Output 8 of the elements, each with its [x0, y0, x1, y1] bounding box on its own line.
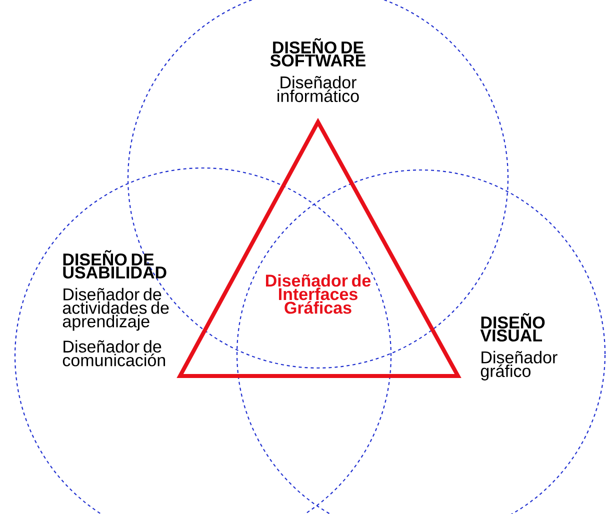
heading: DISEÑO DE USABILIDAD — [63, 250, 166, 279]
role-text: Diseñador de comunicación — [62, 340, 166, 366]
center-label: Diseñador de Interfaces Gráficas — [266, 274, 371, 314]
role-text: Diseñador de actividades de aprendizaje — [62, 288, 169, 331]
role-text: Diseñador gráfico — [480, 350, 558, 380]
role-text: Diseñador informático — [278, 76, 359, 102]
heading: DISEÑO VISUAL — [480, 313, 545, 342]
heading: DISEÑO DE SOFTWARE — [270, 38, 366, 67]
